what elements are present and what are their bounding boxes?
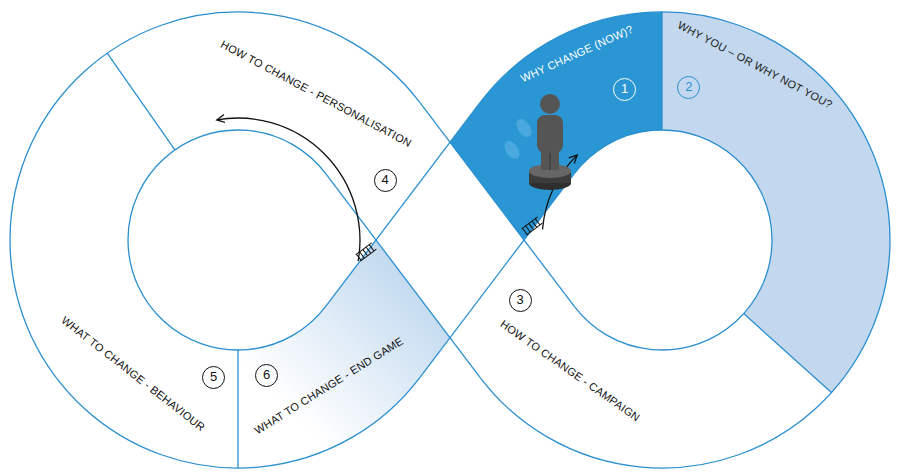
segment-divider bbox=[107, 53, 175, 150]
person-figure bbox=[529, 94, 571, 190]
segment-band: WHAT TO CHANGE - BEHAVIOUR5 bbox=[8, 40, 248, 470]
segment-title: WHY YOU – OR WHY NOT YOU? bbox=[675, 19, 834, 112]
segment-divider bbox=[237, 350, 238, 468]
footprint bbox=[513, 116, 534, 139]
footprint bbox=[501, 138, 522, 161]
callout-number: 1 bbox=[613, 78, 636, 101]
segment-band: HOW TO CHANGE - PERSONALISATION 4 bbox=[100, 20, 480, 250]
ladder-symbol bbox=[522, 217, 543, 235]
segment-divider bbox=[744, 314, 832, 393]
callout-number: 2 bbox=[677, 76, 700, 99]
track-outline bbox=[10, 12, 890, 468]
segment-divider bbox=[661, 12, 662, 130]
callout-number: 5 bbox=[202, 366, 225, 389]
segment-fill bbox=[450, 12, 662, 240]
strand-edge bbox=[420, 174, 575, 378]
segment-title: HOW TO CHANGE - CAMPAIGN bbox=[498, 318, 643, 425]
inner-arc bbox=[574, 130, 772, 350]
segment-band: WHAT TO CHANGE - END GAME6 bbox=[230, 230, 530, 473]
segment-band: HOW TO CHANGE - CAMPAIGN 3 bbox=[470, 230, 900, 473]
inner-arc bbox=[128, 130, 326, 350]
segment-title: WHAT TO CHANGE - END GAME bbox=[252, 335, 405, 438]
callout-number: 4 bbox=[374, 169, 397, 192]
callout-number: 3 bbox=[509, 289, 532, 312]
segment-fill bbox=[238, 240, 450, 468]
outer-arc bbox=[10, 12, 420, 468]
direction-arrow bbox=[217, 118, 360, 261]
segment-title: WHAT TO CHANGE - BEHAVIOUR bbox=[59, 314, 208, 434]
segment-fill bbox=[662, 12, 890, 393]
segment-band: WHY YOU – OR WHY NOT YOU?2 bbox=[660, 8, 908, 398]
outer-arc bbox=[480, 12, 890, 468]
ladder-symbol bbox=[356, 243, 377, 261]
callout-number: 6 bbox=[255, 364, 278, 387]
segment-band: WHY CHANGE (NOW)?1 bbox=[440, 8, 670, 248]
segment-title: HOW TO CHANGE - PERSONALISATION bbox=[218, 38, 413, 150]
segment-title: WHY CHANGE (NOW)? bbox=[519, 22, 636, 85]
